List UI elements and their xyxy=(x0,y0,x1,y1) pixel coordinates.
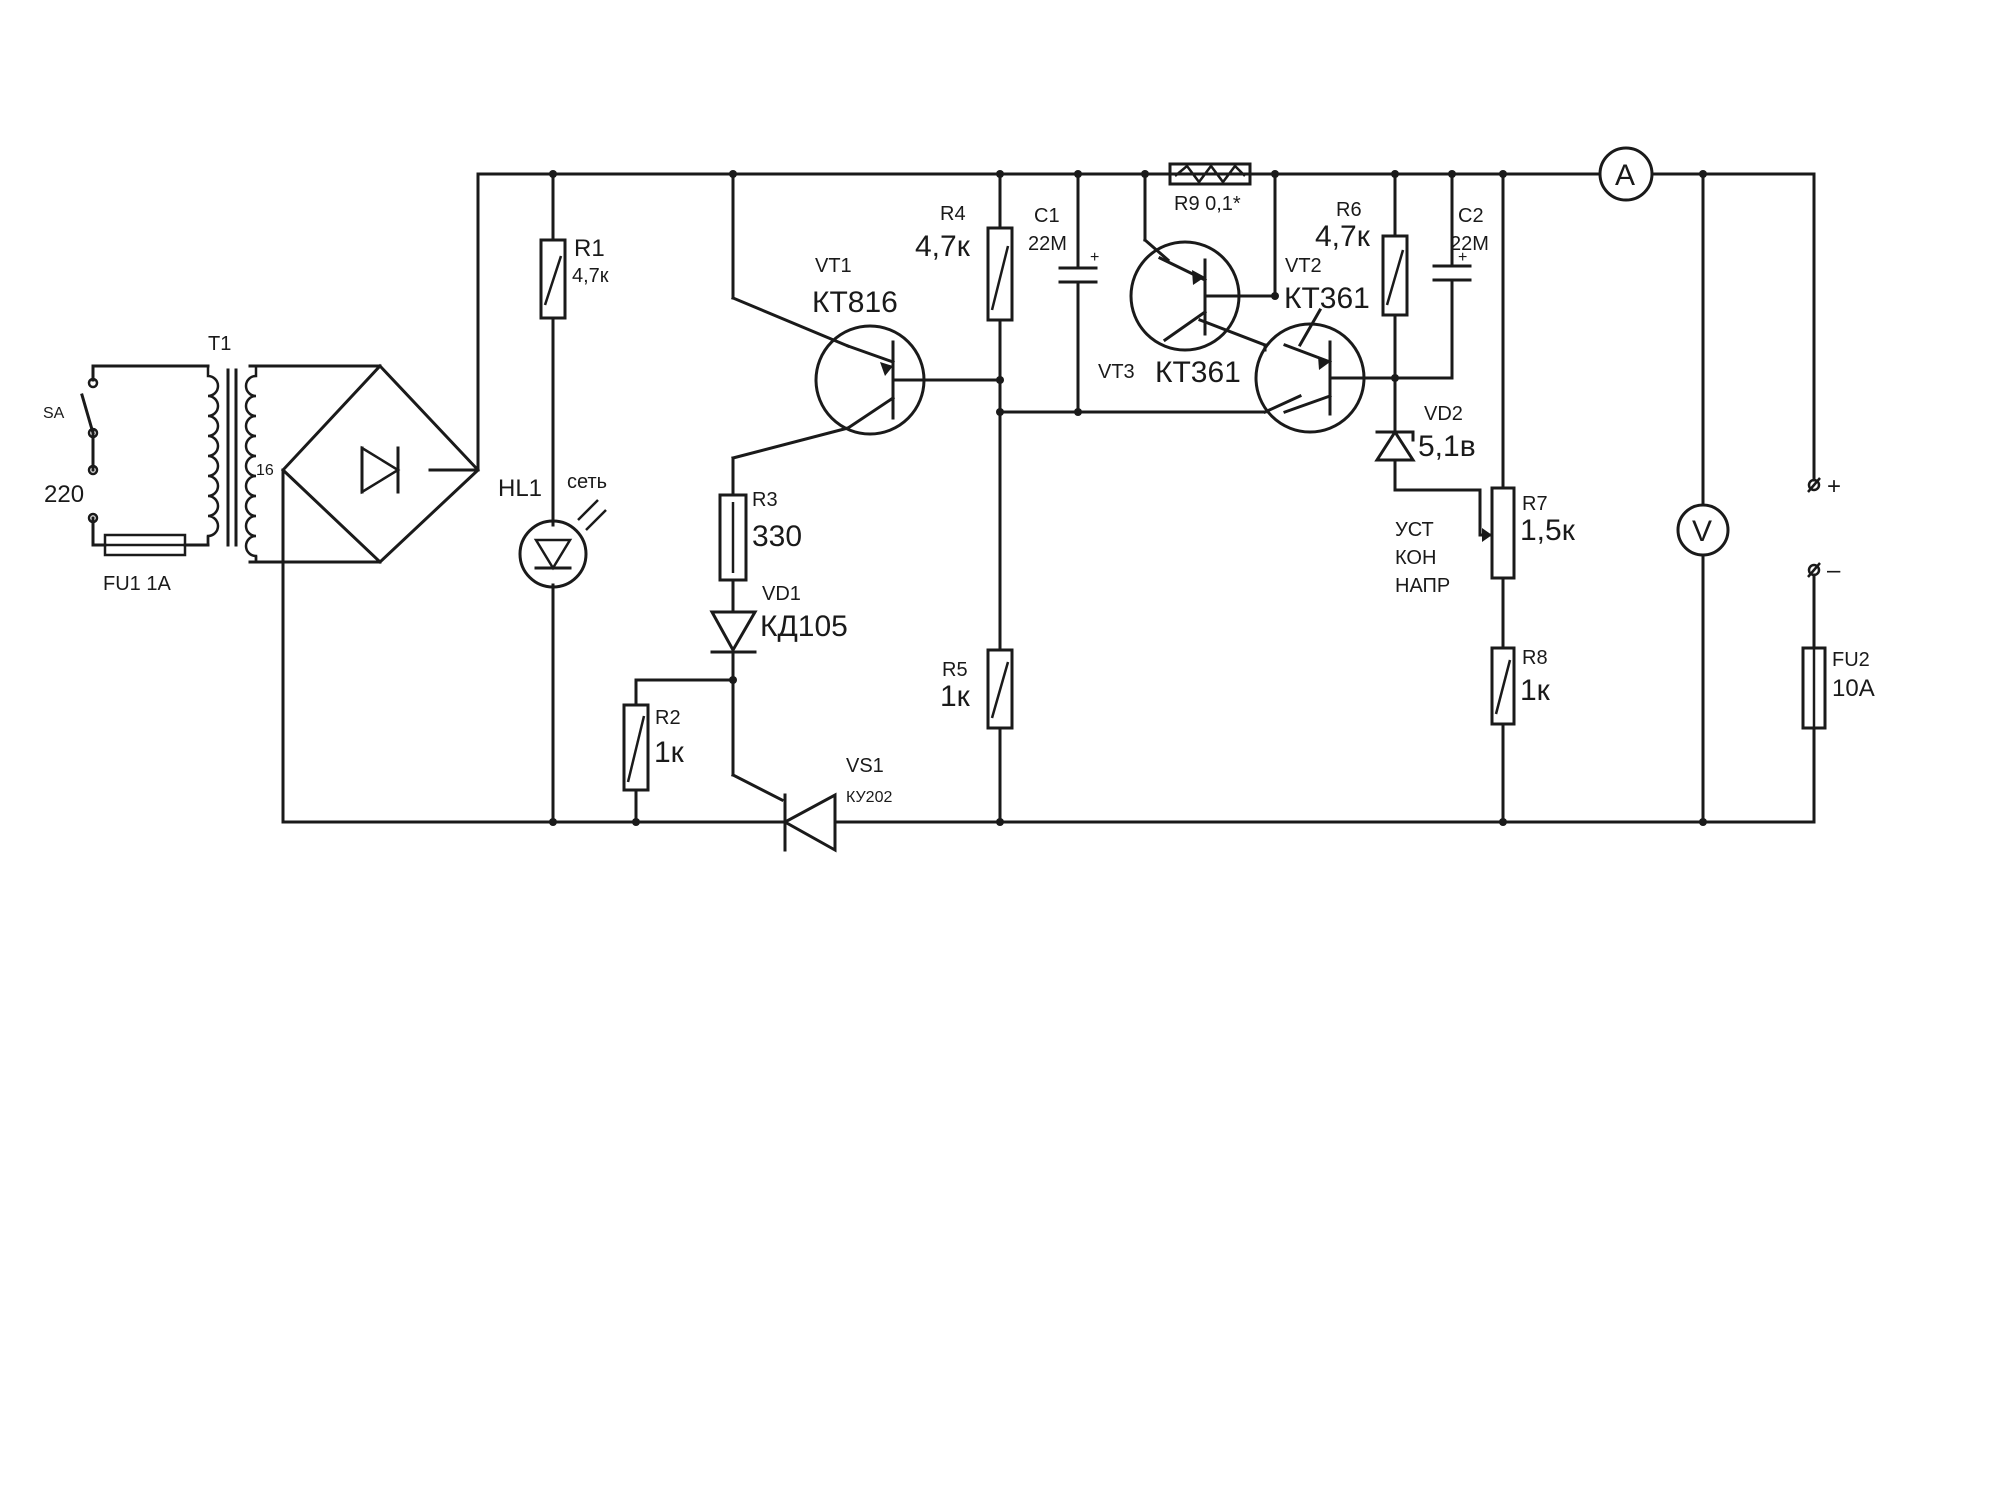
label-r7-value: 1,5к xyxy=(1520,514,1576,547)
label-r7-note-3: НАПР xyxy=(1395,575,1450,597)
thyristor-vs1: VS1 КУ202 xyxy=(781,755,892,853)
resistor-r5: R5 1к xyxy=(940,648,1014,730)
label-vt2-type: КТ361 xyxy=(1284,282,1370,315)
label-r9: R9 0,1* xyxy=(1174,193,1241,215)
label-voltmeter: V xyxy=(1692,515,1712,548)
label-r2-ref: R2 xyxy=(655,707,681,729)
fuse-fu2: FU2 10A xyxy=(1801,646,1875,730)
output-terminals: + – xyxy=(1807,473,1841,584)
label-r5-value: 1к xyxy=(940,680,971,713)
label-fu1: FU1 1A xyxy=(103,573,171,595)
label-r6-value: 4,7к xyxy=(1315,220,1371,253)
label-r1-value: 4,7к xyxy=(572,265,609,287)
label-c1-ref: C1 xyxy=(1034,205,1060,227)
label-ammeter: A xyxy=(1615,159,1635,192)
label-t1-secondary: 16 xyxy=(256,462,274,479)
label-vs1-type: КУ202 xyxy=(846,789,892,806)
diode-bridge xyxy=(280,363,481,565)
ammeter: A xyxy=(1598,146,1654,202)
switch-sa: SA 220 xyxy=(43,377,99,524)
label-vt1-type: КТ816 xyxy=(812,286,898,319)
label-r7-note-1: УСТ xyxy=(1395,519,1434,541)
label-vd1-type: КД105 xyxy=(760,610,848,643)
fuse-fu1: FU1 1A xyxy=(103,533,187,595)
label-output-plus: + xyxy=(1827,473,1841,500)
label-r4-value: 4,7к xyxy=(915,230,971,263)
capacitor-c1: + C1 22М xyxy=(1028,205,1099,284)
label-c2-ref: C2 xyxy=(1458,205,1484,227)
resistor-r1: R1 4,7к xyxy=(539,235,609,320)
label-r5-ref: R5 xyxy=(942,659,968,681)
label-fu2-ref: FU2 xyxy=(1832,649,1870,671)
label-c2-plus: + xyxy=(1458,249,1467,266)
potentiometer-r7: R7 1,5к УСТ КОН НАПР xyxy=(1395,486,1576,597)
label-output-minus: – xyxy=(1827,557,1841,584)
label-vd1-ref: VD1 xyxy=(762,583,801,605)
label-r8-value: 1к xyxy=(1520,674,1551,707)
transformer-t1: T1 16 xyxy=(206,333,274,562)
label-sa: SA xyxy=(43,405,65,422)
label-vd2-ref: VD2 xyxy=(1424,403,1463,425)
resistor-r3: R3 330 xyxy=(718,489,802,582)
label-vt1-ref: VT1 xyxy=(815,255,852,277)
label-220: 220 xyxy=(44,481,84,508)
transistor-vt1: VT1 КТ816 xyxy=(812,255,927,436)
resistor-r8: R8 1к xyxy=(1490,646,1551,726)
label-vs1-ref: VS1 xyxy=(846,755,884,777)
voltmeter: V xyxy=(1676,503,1730,557)
resistor-r4: R4 4,7к xyxy=(915,203,1014,322)
label-vt3-ref: VT3 xyxy=(1098,361,1135,383)
resistor-r2: R2 1к xyxy=(622,703,685,792)
junction-dots xyxy=(549,170,1707,826)
label-vt3-type: КТ361 xyxy=(1155,356,1241,389)
resistor-r6: R6 4,7к xyxy=(1315,199,1409,317)
transistor-vt3: VT3 КТ361 xyxy=(1098,240,1242,389)
label-fu2-value: 10A xyxy=(1832,675,1875,702)
label-vd2-value: 5,1в xyxy=(1418,430,1476,463)
label-r2-value: 1к xyxy=(654,736,685,769)
led-hl1: HL1 сеть xyxy=(498,471,607,589)
zener-vd2: VD2 5,1в xyxy=(1374,403,1476,463)
label-t1: T1 xyxy=(208,333,231,355)
diode-vd1: VD1 КД105 xyxy=(709,583,848,654)
label-c1-value: 22М xyxy=(1028,233,1067,255)
resistor-r9: R9 0,1* xyxy=(1168,162,1252,215)
capacitor-c2: + C2 22М xyxy=(1432,205,1489,282)
label-r6-ref: R6 xyxy=(1336,199,1362,221)
label-hl1: HL1 xyxy=(498,475,542,502)
label-r4-ref: R4 xyxy=(940,203,966,225)
label-r7-ref: R7 xyxy=(1522,493,1548,515)
label-r8-ref: R8 xyxy=(1522,647,1548,669)
label-hl1-note: сеть xyxy=(567,471,607,493)
label-r1-ref: R1 xyxy=(574,235,605,262)
label-vt2-ref: VT2 xyxy=(1285,255,1322,277)
label-c1-plus: + xyxy=(1090,249,1099,266)
label-r3-ref: R3 xyxy=(752,489,778,511)
label-r7-note-2: КОН xyxy=(1395,547,1436,569)
wires xyxy=(91,172,1816,824)
label-r3-value: 330 xyxy=(752,520,802,553)
transistor-vt2: VT2 КТ361 xyxy=(1254,255,1370,434)
label-c2-value: 22М xyxy=(1450,233,1489,255)
